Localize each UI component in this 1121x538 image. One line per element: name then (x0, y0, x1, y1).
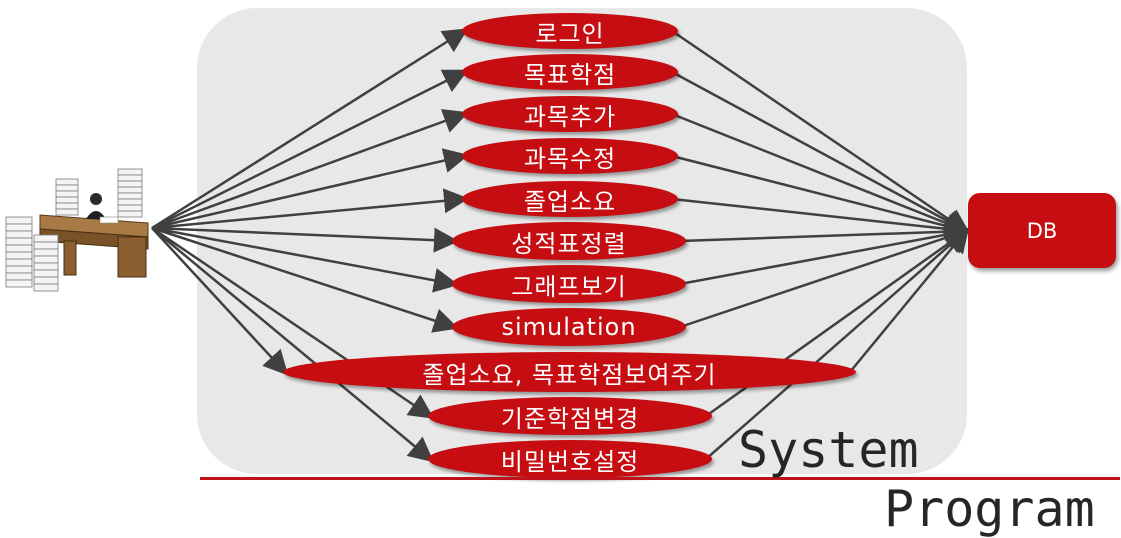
actor-to-use-case-connector (151, 109, 469, 230)
use-case-login[interactable]: 로그인 (462, 13, 678, 49)
use-case-to-db-connector (671, 112, 971, 236)
actor-to-use-case-connector (151, 226, 459, 253)
program-label: Program (884, 480, 1095, 538)
office-worker-with-paper-stacks-icon (5, 168, 149, 292)
use-case-to-db-connector (705, 228, 971, 418)
use-case-to-db-connector (849, 227, 970, 373)
use-case-show-requirements-and-target[interactable]: 졸업소요, 목표학점보여주기 (283, 352, 856, 392)
actor-to-use-case-connector (151, 188, 469, 230)
use-case-add-course[interactable]: 과목추가 (462, 96, 678, 132)
actor-to-use-case-connector (151, 227, 434, 463)
database-node[interactable]: DB (968, 193, 1116, 268)
use-case-to-db-connector (671, 154, 971, 239)
use-case-set-password[interactable]: 비밀번호설정 (428, 440, 712, 478)
actor-to-use-case-connector (151, 227, 289, 376)
actor-to-use-case-connector (151, 28, 469, 230)
actor-to-use-case-connector (151, 226, 459, 293)
use-case-to-db-connector (671, 70, 971, 234)
actor-to-use-case-connector (151, 148, 469, 230)
use-case-change-base-credits[interactable]: 기준학점변경 (428, 397, 712, 435)
actor-to-use-case-connector (151, 226, 459, 333)
use-case-view-graph[interactable]: 그래프보기 (452, 265, 686, 303)
use-case-to-db-connector (671, 29, 971, 234)
use-case-simulation[interactable]: simulation (452, 308, 686, 346)
use-case-to-db-connector (705, 227, 970, 460)
use-case-target-credits[interactable]: 목표학점 (462, 54, 678, 90)
use-case-to-db-connector (679, 225, 971, 329)
actor-to-use-case-connector (151, 226, 435, 419)
system-label: System (738, 421, 919, 479)
program-boundary-line (200, 477, 1120, 480)
use-case-to-db-connector (679, 222, 971, 286)
actor-to-use-case-connector (151, 69, 469, 230)
use-case-edit-course[interactable]: 과목수정 (462, 138, 678, 174)
use-case-graduation-requirements[interactable]: 졸업소요 (462, 181, 678, 217)
use-case-to-db-connector (679, 219, 971, 245)
use-case-sort-transcript[interactable]: 성적표정렬 (452, 222, 686, 260)
use-case-to-db-connector (671, 197, 971, 242)
